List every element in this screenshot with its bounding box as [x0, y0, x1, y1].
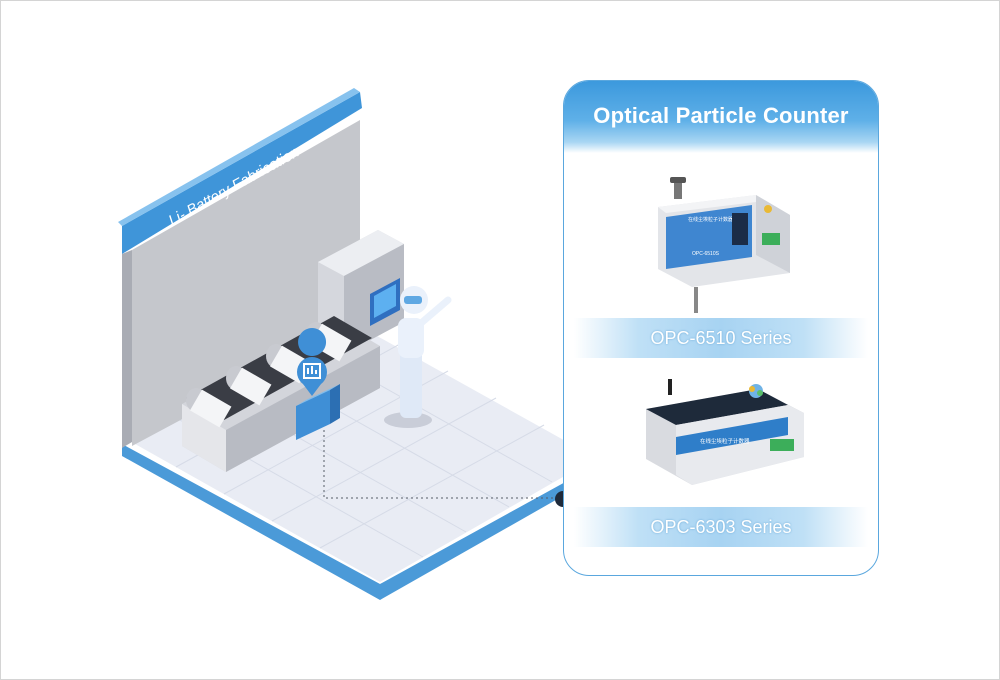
opc-6510-device-image: 在线尘埃粒子计数器 OPC-6510S	[658, 177, 790, 313]
panel-header: Optical Particle Counter	[564, 81, 878, 153]
sensor-device	[296, 384, 340, 440]
series-banner-6303: OPC-6303 Series	[574, 507, 868, 547]
wall-banner-top	[118, 88, 360, 226]
location-pin-icon	[297, 328, 327, 396]
worker-figure	[384, 286, 452, 428]
back-wall	[132, 120, 360, 446]
opc-6303-device-image: 在线尘埃粒子计数器	[646, 379, 804, 485]
device-model-text: OPC-6510S	[692, 251, 720, 257]
series-banner-6510: OPC-6510 Series	[574, 318, 868, 358]
device-screen-title-2: 在线尘埃粒子计数器	[700, 437, 750, 445]
panel-title: Optical Particle Counter	[593, 103, 849, 128]
wall-banner	[122, 92, 362, 254]
wall-side	[122, 250, 132, 448]
series-label-6510: OPC-6510 Series	[650, 328, 792, 348]
device-screen-title: 在线尘埃粒子计数器	[688, 216, 733, 223]
product-panel: Optical Particle Counter 在线尘埃粒子计数器 OPC-6…	[563, 80, 879, 576]
floor-edge-blue	[122, 444, 598, 600]
series-label-6303: OPC-6303 Series	[650, 517, 792, 537]
